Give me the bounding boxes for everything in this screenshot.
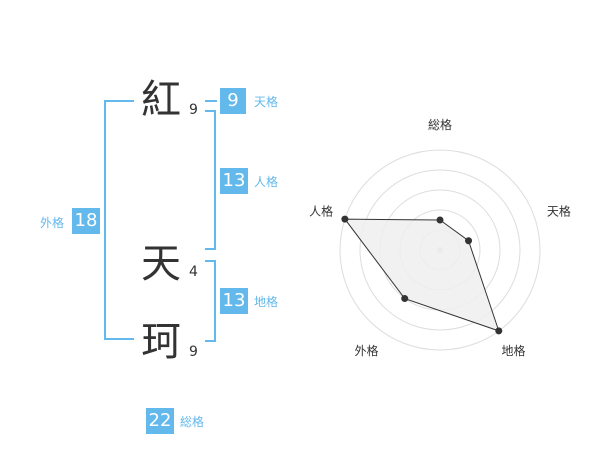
jinkaku-label: 人格 xyxy=(254,175,279,189)
radar-axis-label: 天格 xyxy=(547,203,571,218)
jinkaku-badge: 13 xyxy=(220,168,248,194)
name-char-1-strokes: 9 xyxy=(189,102,198,118)
name-char-2: 天 xyxy=(141,241,181,287)
gaikaku-label: 外格 xyxy=(40,216,65,230)
radar-point xyxy=(465,237,473,245)
radar-axis-label: 地格 xyxy=(501,343,525,358)
soukaku-label: 総格 xyxy=(180,415,205,429)
chikaku-label: 地格 xyxy=(254,295,279,309)
name-char-3-strokes: 9 xyxy=(189,344,198,360)
radar-axis-label: 外格 xyxy=(355,343,379,358)
gaikaku-badge: 18 xyxy=(72,208,100,234)
radar-point xyxy=(436,216,444,224)
radar-point xyxy=(401,295,409,303)
radar-axis-label: 総格 xyxy=(428,117,452,132)
soukaku-badge: 22 xyxy=(146,408,174,434)
radar-axis-label: 人格 xyxy=(309,203,333,218)
chikaku-badge: 13 xyxy=(220,288,248,314)
radar-points xyxy=(341,215,503,335)
name-char-2-strokes: 4 xyxy=(189,264,198,280)
tenkaku-badge: 9 xyxy=(220,88,246,114)
radar-point xyxy=(341,215,349,223)
name-char-1: 紅 xyxy=(141,77,181,123)
radar-ring xyxy=(359,169,521,331)
name-char-3: 珂 xyxy=(141,319,181,365)
radar-ring xyxy=(339,149,541,351)
radar-area xyxy=(343,218,500,332)
radar-point xyxy=(495,327,503,335)
tenkaku-label: 天格 xyxy=(254,95,279,109)
